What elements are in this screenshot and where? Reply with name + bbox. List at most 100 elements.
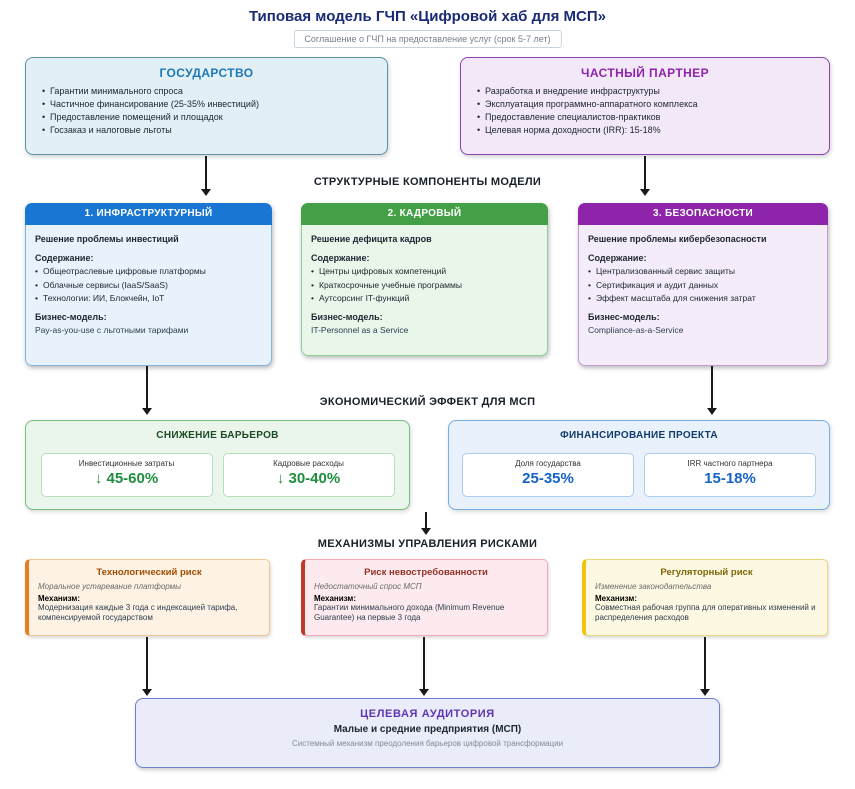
business-model-value: Compliance-as-a-Service — [588, 324, 684, 335]
arrow-down-icon — [142, 637, 152, 696]
arrow-head — [201, 189, 211, 196]
list-item: Целевая норма доходности (IRR): 15-18% — [477, 125, 819, 135]
effect-financing-box: ФИНАНСИРОВАНИЕ ПРОЕКТА Доля государства … — [448, 420, 830, 510]
arrow-stem — [146, 366, 148, 409]
business-model-label: Бизнес-модель: — [35, 311, 107, 322]
metric-value: ↓ 45-60% — [94, 470, 159, 487]
government-title: ГОСУДАРСТВО — [159, 66, 254, 80]
metric-value: 25-35% — [522, 470, 574, 487]
metric-label: Кадровые расходы — [273, 459, 344, 468]
content-label: Содержание: — [311, 253, 370, 264]
audience-subtitle: Малые и средние предприятия (МСП) — [333, 724, 522, 735]
mechanism-text: Гарантии минимального дохода (Minimum Re… — [314, 603, 505, 623]
component-header: 3. БЕЗОПАСНОСТИ — [578, 203, 828, 225]
arrow-stem — [644, 156, 646, 190]
metric-card: Кадровые расходы ↓ 30-40% — [222, 453, 395, 497]
component-problem: Решение проблемы инвестиций — [35, 234, 179, 244]
arrow-down-icon — [201, 156, 211, 196]
arrow-down-icon — [640, 156, 650, 196]
risk-title: Технологический риск — [96, 567, 202, 578]
arrow-down-icon — [421, 512, 431, 535]
effect-title: СНИЖЕНИЕ БАРЬЕРОВ — [156, 430, 279, 441]
list-item: Предоставление специалистов-практиков — [477, 112, 819, 122]
metric-cards: Инвестиционные затраты ↓ 45-60% Кадровые… — [26, 453, 409, 497]
arrow-stem — [205, 156, 207, 190]
risk-title: Риск невостребованности — [364, 567, 488, 578]
arrow-down-icon — [707, 366, 717, 415]
content-label: Содержание: — [35, 253, 94, 264]
component-body: Решение проблемы кибербезопасности Содер… — [578, 225, 828, 366]
arrow-stem — [146, 637, 148, 690]
mechanism-label: Механизм: — [595, 594, 638, 603]
arrow-head — [421, 528, 431, 535]
mechanism-text: Совместная рабочая группа для оперативны… — [595, 603, 816, 623]
section-economic-effect: ЭКОНОМИЧЕСКИЙ ЭФФЕКТ ДЛЯ МСП — [319, 396, 536, 408]
metric-value: ↓ 30-40% — [276, 470, 341, 487]
arrow-head — [640, 189, 650, 196]
agreement-badge: Соглашение о ГЧП на предоставление услуг… — [293, 30, 562, 48]
list-item: Разработка и внедрение инфраструктуры — [477, 86, 819, 96]
mechanism-text: Модернизация каждые 3 года с индексацией… — [38, 603, 238, 623]
list-item: Предоставление помещений и площадок — [42, 112, 377, 122]
component-problem: Решение проблемы кибербезопасности — [588, 234, 767, 244]
component-body: Решение дефицита кадров Содержание: Цент… — [301, 225, 548, 356]
arrow-head — [142, 408, 152, 415]
list-item: Аутсорсинг IT-функций — [311, 293, 538, 305]
list-item: Эксплуатация программно-аппаратного комп… — [477, 99, 819, 109]
arrow-stem — [425, 512, 427, 529]
list-item: Технологии: ИИ, Блокчейн, IoT — [35, 293, 262, 305]
metric-label: Инвестиционные затраты — [78, 459, 175, 468]
risk-technological: Технологический риск Моральное устареван… — [25, 559, 270, 636]
metric-value: 15-18% — [704, 470, 756, 487]
risk-regulatory: Регуляторный риск Изменение законодатель… — [582, 559, 828, 636]
metric-card: Доля государства 25-35% — [462, 453, 634, 497]
risk-description: Недостаточный спрос МСП — [314, 582, 422, 591]
arrow-down-icon — [419, 637, 429, 696]
list-item: Сертификация и аудит данных — [588, 280, 818, 292]
private-partner-title: ЧАСТНЫЙ ПАРТНЕР — [580, 66, 709, 80]
page-title: Типовая модель ГЧП «Цифровой хаб для МСП… — [248, 8, 607, 25]
component-hr: 2. КАДРОВЫЙ Решение дефицита кадров Соде… — [301, 203, 548, 356]
arrow-down-icon — [700, 637, 710, 696]
metric-label: Доля государства — [515, 459, 581, 468]
audience-description: Системный механизм преодоления барьеров … — [291, 739, 564, 748]
component-infrastructure: 1. ИНФРАСТРУКТУРНЫЙ Решение проблемы инв… — [25, 203, 272, 366]
arrow-head — [707, 408, 717, 415]
effect-barriers-box: СНИЖЕНИЕ БАРЬЕРОВ Инвестиционные затраты… — [25, 420, 410, 510]
list-item: Центры цифровых компетенций — [311, 266, 538, 278]
arrow-stem — [711, 366, 713, 409]
arrow-stem — [423, 637, 425, 690]
list-item: Гарантии минимального спроса — [42, 86, 377, 96]
metric-card: IRR частного партнера 15-18% — [644, 453, 816, 497]
audience-title: ЦЕЛЕВАЯ АУДИТОРИЯ — [360, 708, 495, 720]
business-model-value: Pay-as-you-use с льготными тарифами — [35, 324, 189, 335]
metric-card: Инвестиционные затраты ↓ 45-60% — [40, 453, 213, 497]
arrow-down-icon — [142, 366, 152, 415]
risk-title: Регуляторный риск — [660, 567, 753, 578]
government-box: ГОСУДАРСТВО Гарантии минимального спроса… — [25, 57, 388, 155]
arrow-stem — [704, 637, 706, 690]
mechanism-label: Механизм: — [38, 594, 81, 603]
list-item: Краткосрочные учебные программы — [311, 280, 538, 292]
target-audience-box: ЦЕЛЕВАЯ АУДИТОРИЯ Малые и средние предпр… — [135, 698, 720, 768]
component-body: Решение проблемы инвестиций Содержание: … — [25, 225, 272, 366]
section-structural-components: СТРУКТУРНЫЕ КОМПОНЕНТЫ МОДЕЛИ — [313, 176, 542, 188]
arrow-head — [419, 689, 429, 696]
government-list: Гарантии минимального спроса Частичное ф… — [26, 86, 387, 135]
component-problem: Решение дефицита кадров — [311, 234, 432, 244]
private-partner-list: Разработка и внедрение инфраструктуры Эк… — [461, 86, 829, 135]
component-content-list: Общеотраслевые цифровые платформы Облачн… — [35, 266, 262, 305]
metric-cards: Доля государства 25-35% IRR частного пар… — [449, 453, 829, 497]
component-header: 1. ИНФРАСТРУКТУРНЫЙ — [25, 203, 272, 225]
business-model-label: Бизнес-модель: — [588, 311, 660, 322]
component-header: 2. КАДРОВЫЙ — [301, 203, 548, 225]
component-content-list: Центры цифровых компетенций Краткосрочны… — [311, 266, 538, 305]
metric-label: IRR частного партнера — [687, 459, 773, 468]
list-item: Централизованный сервис защиты — [588, 266, 818, 278]
list-item: Общеотраслевые цифровые платформы — [35, 266, 262, 278]
section-risk-management: МЕХАНИЗМЫ УПРАВЛЕНИЯ РИСКАМИ — [317, 538, 538, 550]
component-security: 3. БЕЗОПАСНОСТИ Решение проблемы кибербе… — [578, 203, 828, 366]
risk-description: Изменение законодательства — [595, 582, 712, 591]
content-label: Содержание: — [588, 253, 647, 264]
